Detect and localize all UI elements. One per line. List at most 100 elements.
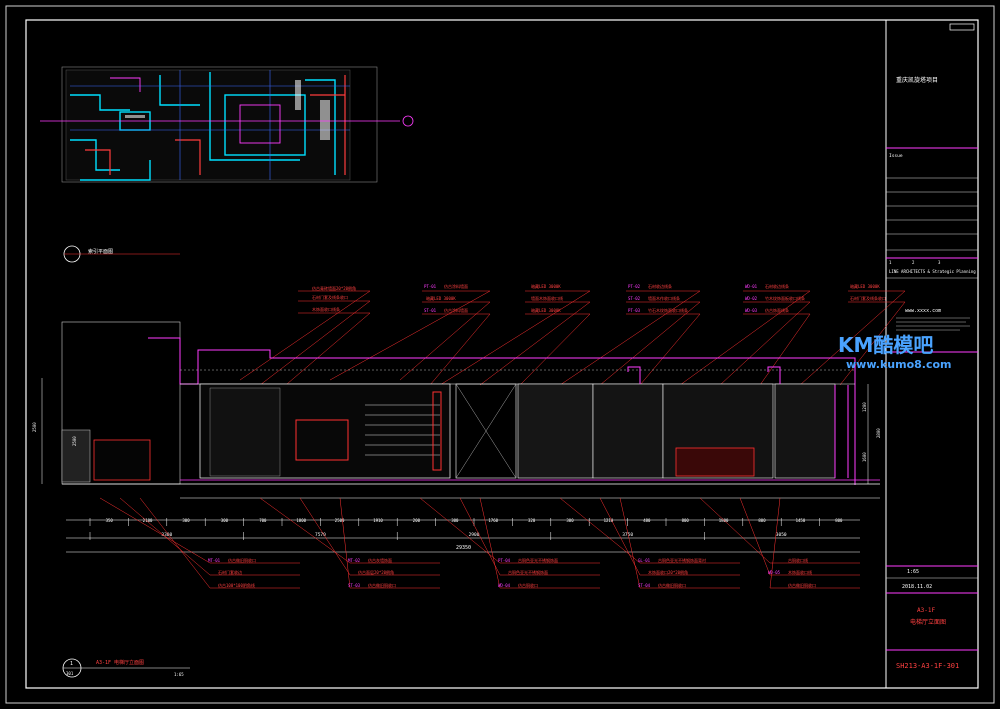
callout-code: WD-03	[745, 308, 758, 313]
callout-code: ST-02	[628, 296, 641, 301]
dimension-value: 3750	[622, 532, 633, 538]
dimension-value: 1800	[296, 518, 306, 523]
callout-code: ST-01	[424, 308, 437, 313]
callout-label: 仿古铜收口	[518, 582, 538, 588]
dimension-value: 800	[758, 518, 766, 523]
callout-label: 暗藏LED 3000K	[531, 307, 561, 313]
code-2: 2	[912, 260, 915, 265]
dim-right-1: 1200	[862, 402, 867, 412]
code-3: 3	[938, 260, 941, 265]
dimension-value: 2100	[143, 518, 153, 523]
code-1: 1	[889, 260, 892, 265]
dimension-value: 1760	[488, 518, 498, 523]
dimension-value: 1910	[373, 518, 383, 523]
dimension-value: 800	[835, 518, 843, 523]
elevation-sheet: 301	[66, 671, 74, 676]
revision-label: Issue	[889, 153, 903, 159]
callout-label: 仿古饰面线条	[765, 307, 789, 313]
outer-frame	[5, 5, 995, 704]
sheet-title-line2: 电梯厅立面图	[910, 618, 946, 626]
callout-label: 石材门套及线条收口	[312, 294, 348, 300]
dimension-total: 29350	[456, 545, 471, 551]
callout-code: PT-02	[628, 284, 641, 289]
callout-label: 古铜收口线	[788, 557, 808, 563]
callout-label: 仿古做旧铜收口	[228, 557, 256, 563]
callout-label: 石材门套及线条收口	[850, 295, 886, 301]
callout-code: GL-01	[638, 558, 651, 563]
elevation-tag: 1 301 A3-1F 电梯厅立面图 1:65	[62, 658, 190, 678]
callout-label: 墙面木饰面收口线	[531, 295, 563, 301]
dimension-value: 3050	[776, 532, 787, 538]
dimension-value: 350	[106, 518, 114, 523]
callout-label: 竹木纹饰面板收口线条	[765, 295, 805, 301]
office-url: www.xxxx.com	[905, 308, 941, 314]
callout-label: 古铜色亚光不锈钢饰面	[508, 569, 548, 575]
callout-code: WD-02	[745, 296, 758, 301]
dim-left-2: 2500	[72, 436, 77, 446]
top-callouts: 仿古青砖墙面20*20倒角 石材门套及线条收口 木饰面收口线条 PT-01 仿古…	[239, 283, 906, 391]
dimension-value: 300	[221, 518, 229, 523]
callout-code: WD-01	[745, 284, 758, 289]
dimension-value: 1210	[604, 518, 614, 523]
office-name: LINE ARCHITECTS & Strategic Planning	[889, 269, 976, 274]
watermark: KM酷模吧 www.kumo8.com	[838, 333, 952, 371]
dimension-value: 800	[682, 518, 690, 523]
callout-code: PT-01	[424, 284, 437, 289]
elevation-scale: 1:65	[174, 672, 184, 677]
callout-label: 墙面木作收口线条	[648, 295, 680, 301]
callout-label: 暗藏LED 3000K	[531, 283, 561, 289]
callout-code: WD-04	[498, 583, 511, 588]
callout-code: PT-03	[628, 308, 641, 313]
vertical-dimensions: 2500 2500 1200 2800 1600	[32, 378, 881, 484]
bottom-callouts: MT-01 仿古做旧铜收口 石材门套收边 仿古100*100阴角线 MT-02 …	[99, 497, 860, 589]
dimension-value: 300	[182, 518, 190, 523]
callout-label: 石材收边线条	[648, 283, 672, 289]
callout-label: 竹石木纹饰面收口线条	[648, 307, 688, 313]
dimension-value: 3300	[161, 532, 172, 538]
callout-code: MT-02	[348, 558, 361, 563]
elevation-title: A3-1F 电梯厅立面图	[96, 659, 144, 666]
dimension-value: 2900	[469, 532, 480, 538]
callout-label: 木饰面收口20*20倒角	[648, 569, 688, 575]
dim-right-2: 2800	[876, 428, 881, 438]
callout-label: 仿古青砖墙面20*20倒角	[312, 285, 356, 291]
dim-right-3: 1600	[862, 452, 867, 462]
elevation-drawing	[61, 321, 880, 499]
key-plan-label: 索引平面图	[88, 248, 113, 255]
callout-label: 仿古做旧铜收口	[788, 582, 816, 588]
sheet-title-line1: A3-1F	[917, 607, 935, 614]
dimension-value: 320	[528, 518, 536, 523]
callout-label: 仿古涂料墙面	[444, 283, 468, 289]
callout-label: 仿古做旧铜收口	[368, 582, 396, 588]
key-plan: 索引平面图	[40, 66, 414, 263]
scale-value: 1:65	[907, 569, 919, 575]
callout-code: PT-04	[498, 558, 511, 563]
watermark-url: www.kumo8.com	[846, 358, 952, 371]
callout-code: ST-03	[348, 583, 361, 588]
callout-label: 木饰面收口线	[788, 569, 812, 575]
callout-code: MT-01	[208, 558, 221, 563]
callout-code: WD-05	[768, 570, 781, 575]
dimension-value: 300	[451, 518, 459, 523]
dimension-value: 480	[643, 518, 651, 523]
dimension-value: 2500	[335, 518, 345, 523]
dimension-value: 200	[413, 518, 421, 523]
callout-label: 暗藏LED 3000K	[426, 295, 456, 301]
callout-label: 仿古做旧铜收口	[658, 582, 686, 588]
elevation-number: 1	[70, 661, 73, 667]
callout-label: 古铜色亚光不锈钢饰面	[518, 557, 558, 563]
dimension-value: 300	[566, 518, 574, 523]
callout-label: 石材收边线条	[765, 283, 789, 289]
callout-code: ST-04	[638, 583, 651, 588]
callout-label: 仿古灰墙饰面	[368, 557, 392, 563]
dimension-value: 1450	[796, 518, 806, 523]
dim-left-1: 2500	[32, 422, 37, 432]
callout-label: 木饰面收口线条	[312, 306, 340, 312]
project-name: 重庆凯旋塔项目	[896, 76, 938, 84]
callout-label: 石材门套收边	[218, 569, 242, 575]
date-value: 2018.11.02	[902, 584, 932, 590]
